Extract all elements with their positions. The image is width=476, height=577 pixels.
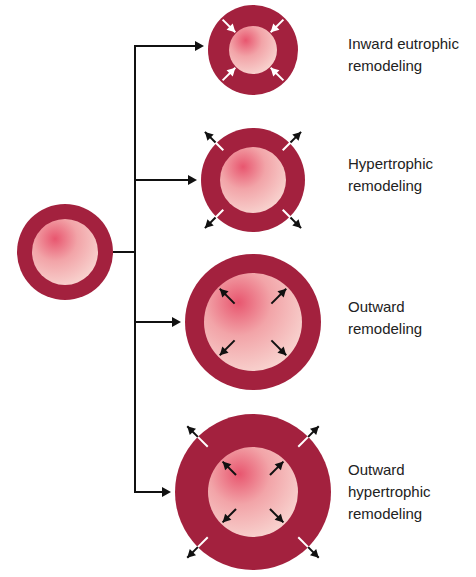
arrow-head: [292, 132, 301, 141]
remodeling-label: Inward eutrophic remodeling: [348, 33, 473, 77]
arrow-head: [271, 68, 280, 77]
arrow-head: [220, 289, 229, 298]
branch-line: [134, 321, 175, 323]
force-arrow: [187, 547, 198, 558]
arrow-head: [188, 175, 197, 185]
vessel-lumen: [32, 219, 98, 285]
arrow-head: [205, 219, 214, 228]
force-arrow: [308, 426, 319, 437]
force-arrow: [298, 437, 308, 447]
vessel-wall: [17, 204, 113, 300]
force-arrow: [223, 20, 236, 33]
arrow-head: [277, 289, 286, 298]
branch-line: [134, 45, 198, 47]
force-arrow: [220, 289, 235, 304]
arrow-head: [195, 41, 204, 51]
vessel-lumen: [204, 273, 302, 371]
vessel-group: [17, 5, 331, 570]
force-arrow: [187, 426, 198, 437]
arrow-head: [187, 426, 196, 435]
remodeling-label: Outward remodeling: [348, 296, 448, 340]
branch-line: [134, 491, 165, 493]
arrow-head: [292, 219, 301, 228]
force-arrow: [205, 132, 216, 143]
force-arrow: [290, 132, 301, 143]
remodeling-label: Outward hypertrophic remodeling: [348, 459, 448, 525]
force-arrow: [298, 537, 308, 547]
branch-lines: [113, 41, 204, 497]
force-arrow: [198, 537, 208, 547]
force-arrow: [271, 68, 284, 81]
force-arrow: [220, 340, 235, 355]
arrow-head: [162, 487, 171, 497]
arrow-head: [223, 514, 232, 523]
vessel-lumen: [220, 147, 286, 213]
arrow-head: [205, 132, 214, 141]
vessel-lumen: [229, 26, 277, 74]
arrow-head: [275, 462, 284, 471]
arrow-head: [310, 426, 319, 435]
arrow-head: [220, 346, 229, 355]
force-arrow: [216, 210, 224, 218]
force-arrow: [223, 509, 236, 522]
remodeling-label: Hypertrophic remodeling: [348, 153, 448, 197]
force-arrow: [223, 68, 236, 81]
force-arrow: [283, 143, 291, 151]
arrow-head: [310, 549, 319, 558]
force-arrow: [290, 217, 301, 228]
force-arrow: [271, 20, 284, 33]
branch-line: [134, 46, 136, 493]
vessel-wall: [201, 128, 305, 232]
branch-line: [134, 179, 191, 181]
arrow-head: [275, 514, 284, 523]
force-arrow: [271, 289, 286, 304]
branch-line: [113, 251, 135, 253]
arrow-head: [172, 317, 181, 327]
force-arrow: [198, 437, 208, 447]
arrow-head: [227, 24, 236, 33]
arrow-head: [223, 462, 232, 471]
force-arrow: [216, 143, 224, 151]
arrow-head: [187, 549, 196, 558]
arrow-head: [271, 24, 280, 33]
force-arrow: [283, 210, 291, 218]
force-arrow: [270, 462, 283, 475]
force-arrow: [205, 217, 216, 228]
force-arrow: [270, 509, 283, 522]
force-arrow: [271, 340, 286, 355]
vessel-wall: [175, 414, 331, 570]
vessel-wall: [185, 254, 321, 390]
force-arrows: [187, 20, 319, 558]
force-arrow: [308, 547, 319, 558]
arrow-head: [277, 346, 286, 355]
force-arrow: [223, 462, 236, 475]
vessel-lumen: [208, 447, 298, 537]
vessel-wall: [208, 5, 298, 95]
arrow-head: [227, 68, 236, 77]
